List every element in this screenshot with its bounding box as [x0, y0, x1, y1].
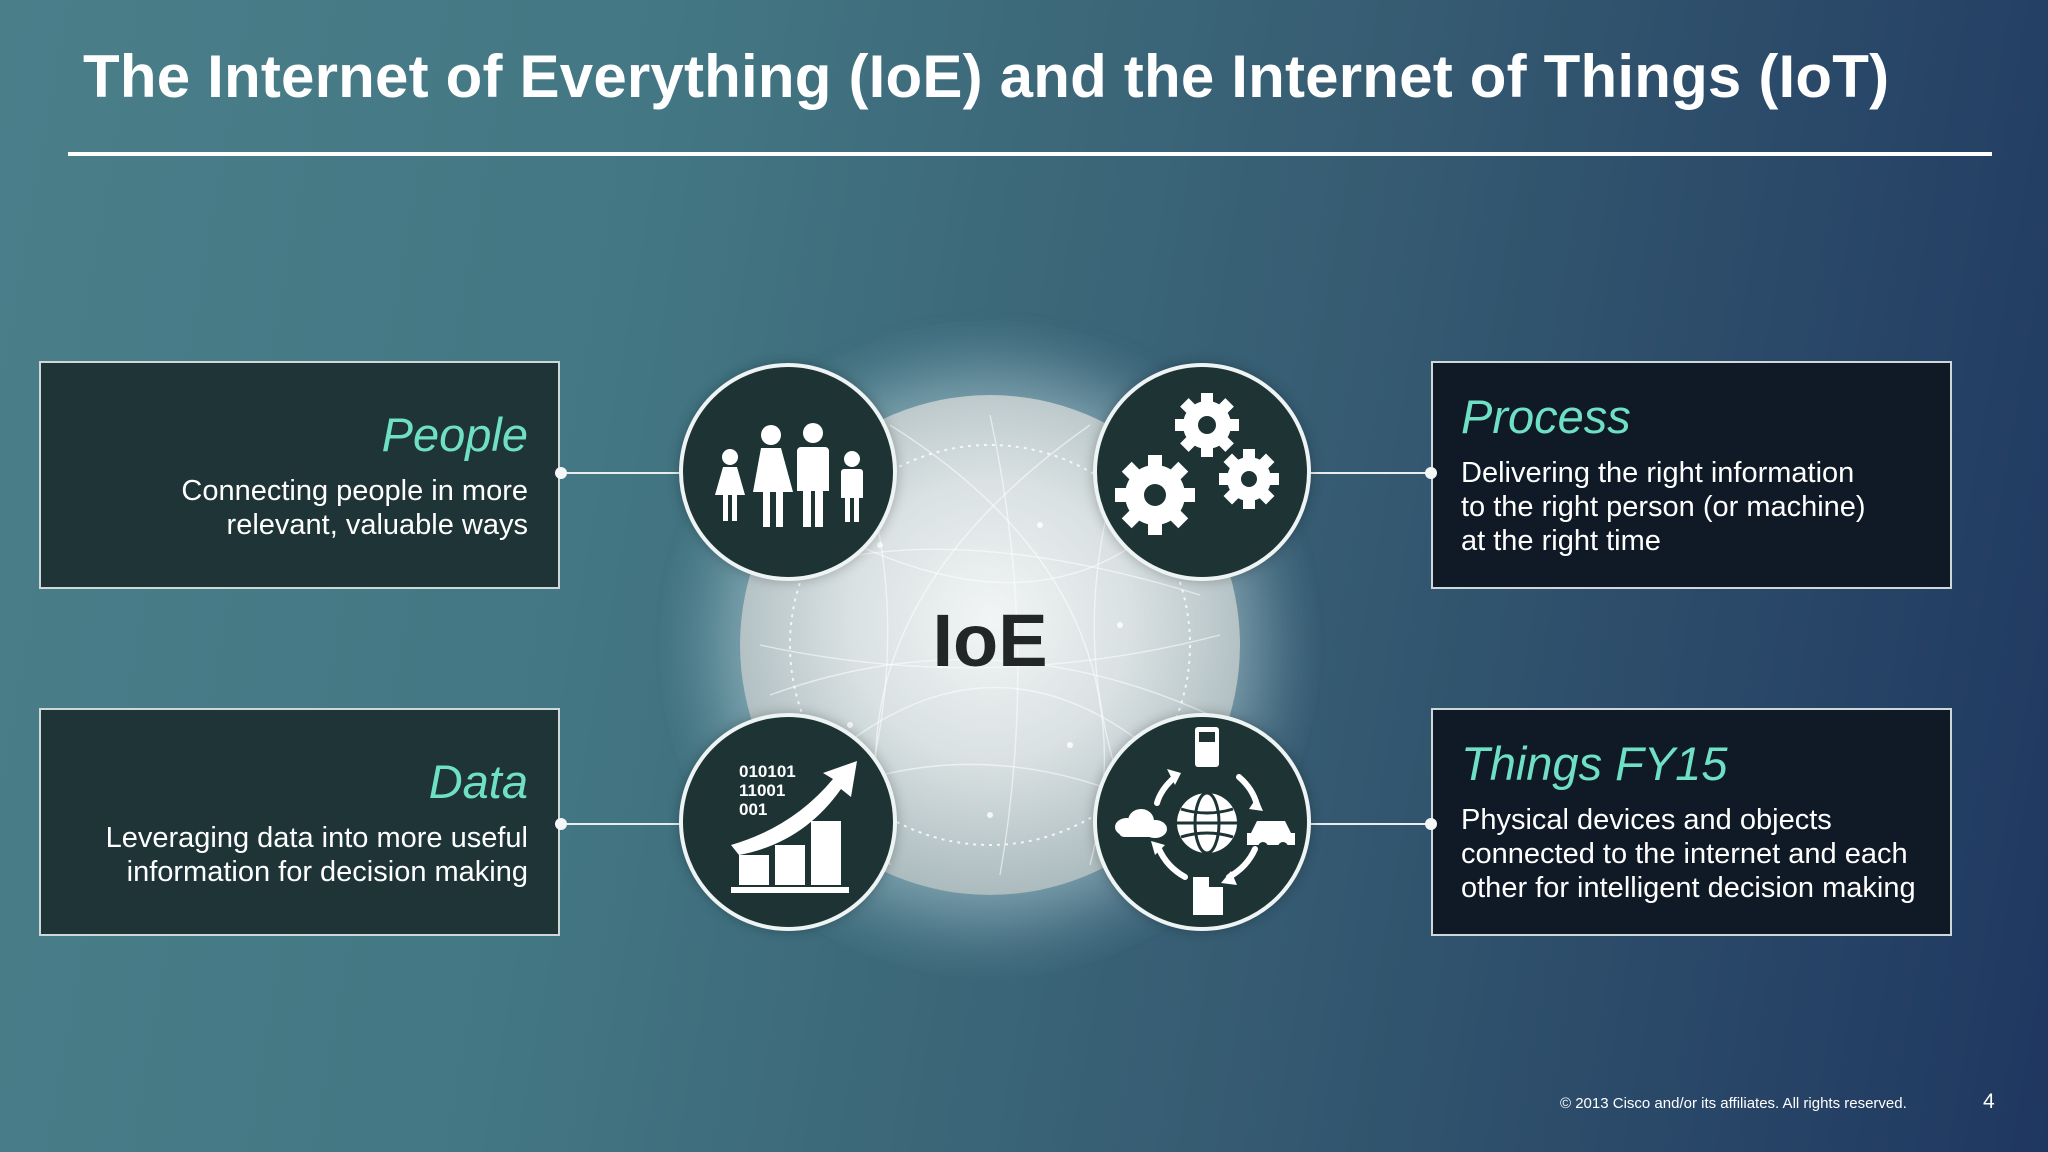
people-heading: People [381, 408, 528, 461]
things-connector-dot [1425, 818, 1437, 830]
data-line-2: information for decision making [126, 856, 528, 888]
data-connector-dot [555, 818, 567, 830]
connected-devices-icon [1115, 727, 1295, 915]
data-node: 010101 11001 001 [679, 713, 897, 931]
family-icon [715, 423, 863, 527]
process-connector-dot [1425, 467, 1437, 479]
things-line-2: connected to the internet and each [1461, 838, 1908, 870]
people-node [679, 363, 897, 581]
slide-title: The Internet of Everything (IoE) and the… [83, 43, 1890, 110]
people-connector [560, 472, 680, 474]
dotted-ring [789, 444, 1191, 846]
things-line-1: Physical devices and objects [1461, 804, 1832, 836]
copyright-footer: © 2013 Cisco and/or its affiliates. All … [1560, 1095, 1907, 1112]
ioe-center-label: IoE [932, 599, 1048, 682]
binary-row-1: 010101 [739, 762, 796, 781]
page-number: 4 [1983, 1090, 1995, 1113]
things-node [1093, 713, 1311, 931]
people-line-1: Connecting people in more [181, 475, 528, 507]
gears-icon [1115, 393, 1279, 535]
data-connector [560, 823, 680, 825]
growth-chart-icon: 010101 11001 001 [731, 761, 857, 893]
process-card: Process Delivering the right information… [1431, 361, 1952, 589]
process-line-1: Delivering the right information [1461, 457, 1855, 489]
data-heading: Data [428, 755, 528, 808]
process-heading: Process [1461, 390, 1631, 443]
things-heading: Things FY15 [1461, 737, 1728, 790]
title-divider [68, 152, 1992, 156]
things-connector [1310, 823, 1432, 825]
data-line-1: Leveraging data into more useful [105, 822, 528, 854]
things-line-3: other for intelligent decision making [1461, 872, 1916, 904]
data-card: Data Leveraging data into more useful in… [39, 708, 560, 936]
process-line-3: at the right time [1461, 525, 1661, 557]
people-connector-dot [555, 467, 567, 479]
process-line-2: to the right person (or machine) [1461, 491, 1866, 523]
process-connector [1310, 472, 1432, 474]
process-node [1093, 363, 1311, 581]
people-card: People Connecting people in more relevan… [39, 361, 560, 589]
things-card: Things FY15 Physical devices and objects… [1431, 708, 1952, 936]
binary-row-3: 001 [739, 800, 767, 819]
binary-row-2: 11001 [739, 781, 785, 800]
people-line-2: relevant, valuable ways [226, 509, 528, 541]
